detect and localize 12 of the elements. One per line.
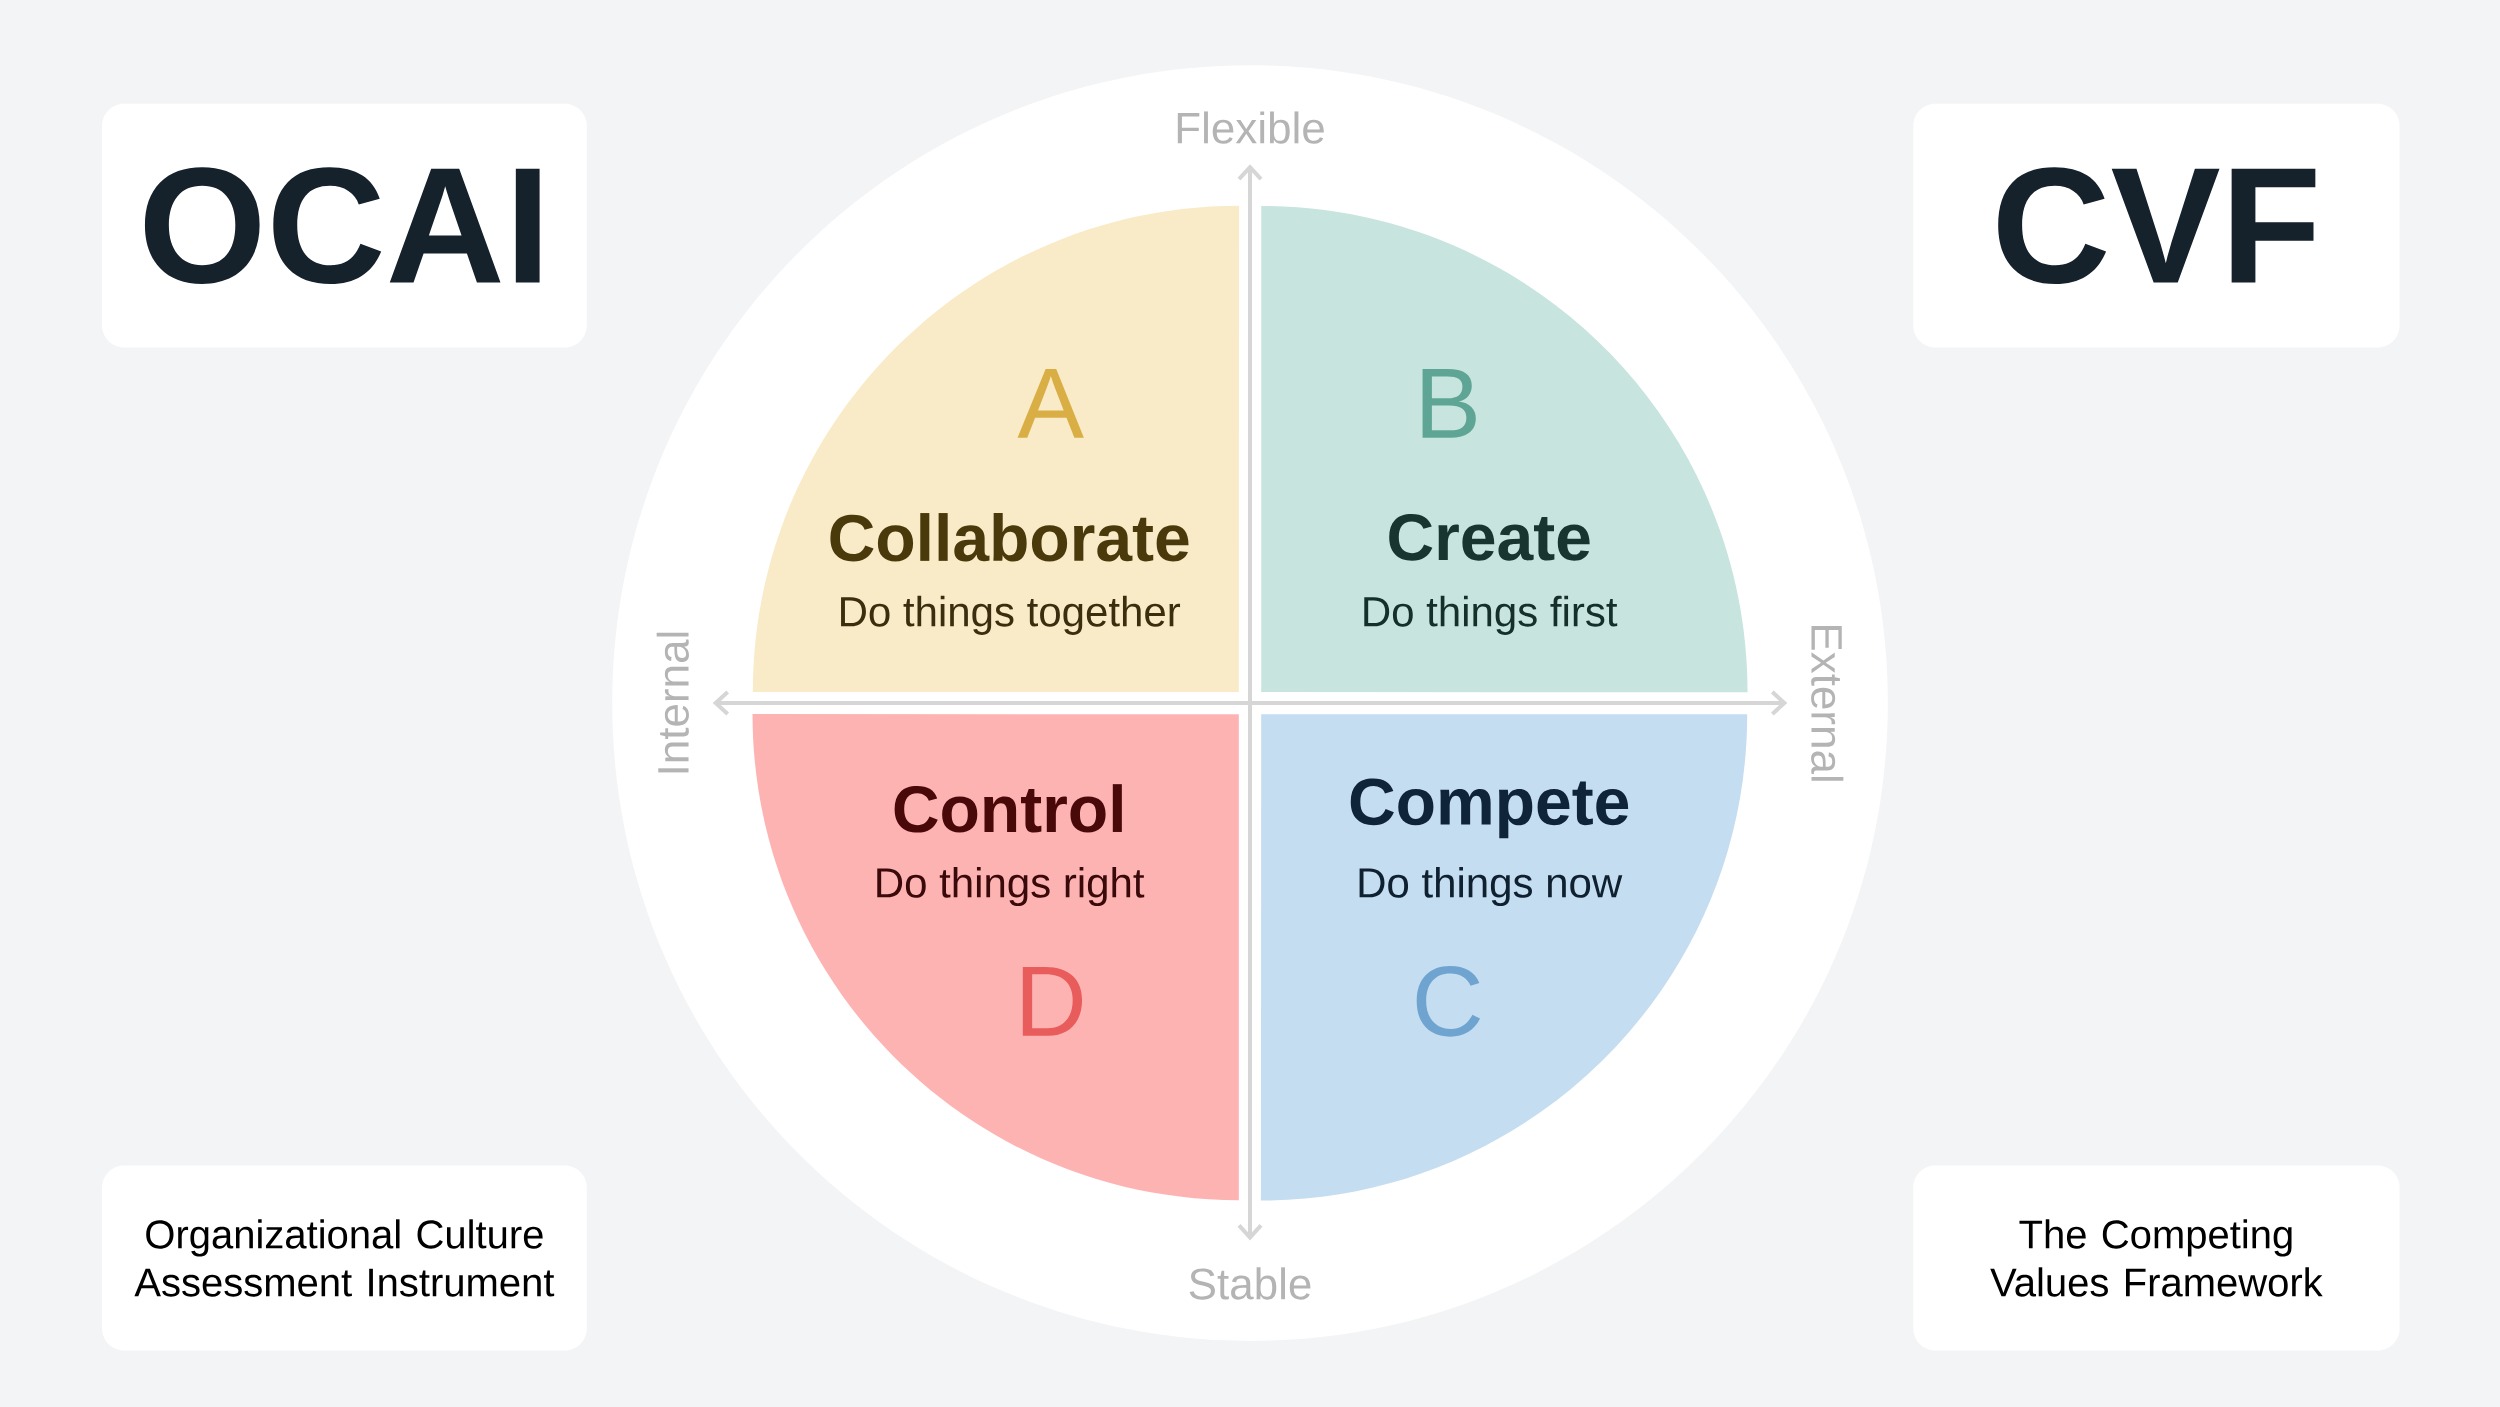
quadrant: A Collaborate Do things together	[752, 205, 1240, 692]
axis-label: Stable	[1189, 1267, 1311, 1300]
title-box: CVF	[1913, 103, 2400, 348]
quadrant: B Create Do things first	[1261, 206, 1748, 693]
caption-box: The Competing Values Framework	[1913, 1165, 2400, 1351]
axis-label: External	[1811, 626, 1844, 781]
quadrant: Control Do things right D	[752, 714, 1239, 1201]
caption-box: Organizational Culture Assessment Instrument	[102, 1165, 587, 1351]
axis-label: Flexible	[1177, 111, 1324, 144]
title-box: OCAI	[102, 103, 587, 348]
axis-label: Internal	[656, 632, 689, 773]
quadrant: Compete Do things now C	[1260, 714, 1748, 1201]
